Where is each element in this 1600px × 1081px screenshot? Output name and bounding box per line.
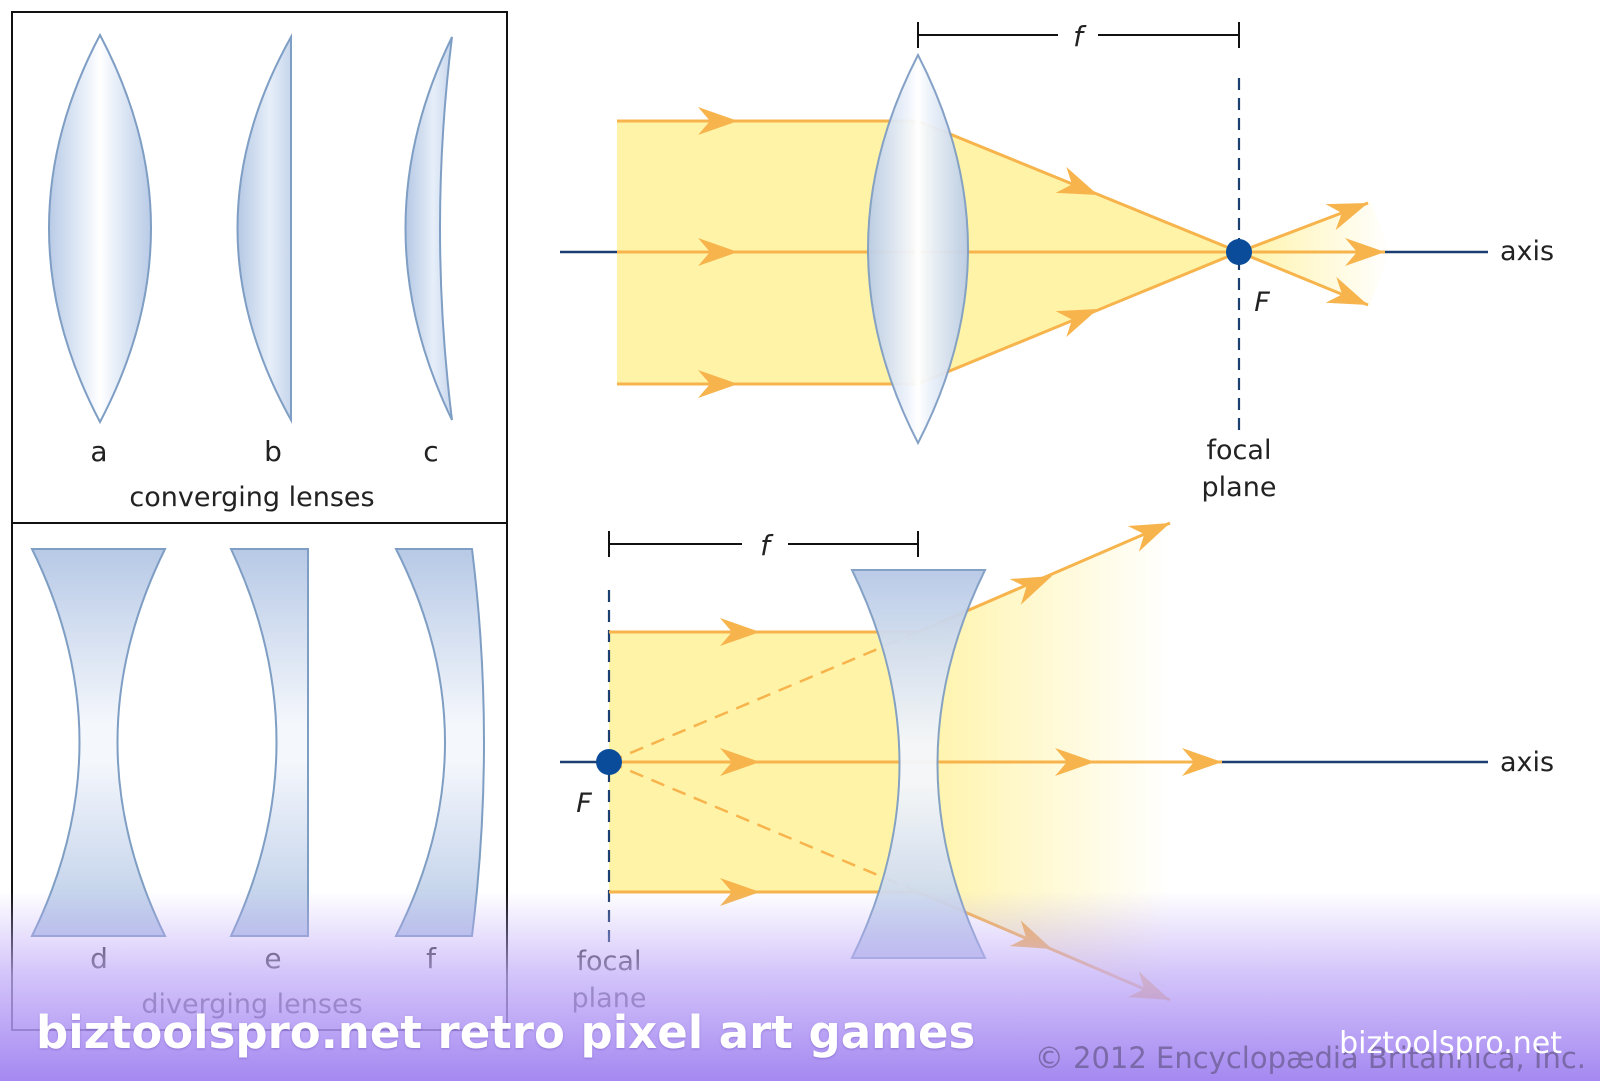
top-focal-point (1226, 239, 1252, 265)
virtual-ray-upper (608, 630, 919, 764)
top-focal-plane-label-line2: plane (1202, 472, 1277, 503)
top-focal-plane-label-line1: focal (1207, 435, 1272, 466)
ray-arrowhead (698, 107, 738, 135)
diverging-ray-diagram: f F axis focal plane (560, 521, 1554, 1014)
top-focal-length-label: f (1073, 20, 1087, 53)
ray-arrowhead (698, 370, 738, 398)
ray-arrowhead (720, 618, 760, 646)
banner-domain: biztoolspro.net (1339, 1026, 1562, 1061)
ray-arrowhead (1055, 748, 1095, 776)
lens-a-label: a (90, 435, 107, 468)
lens-c-label: c (423, 435, 438, 468)
ray-arrowhead (1325, 203, 1368, 231)
ray-arrowhead (1009, 576, 1052, 605)
bottom-focal-point (596, 749, 622, 775)
copyright-notice: © 2012 Encyclopædia Britannica, Inc. (1034, 1041, 1586, 1075)
top-axis-label: axis (1500, 236, 1554, 267)
banner-title: biztoolspro.net retro pixel art games (36, 1006, 976, 1059)
ray-arrowhead (1055, 166, 1098, 195)
lens-b-label: b (264, 435, 282, 468)
lens-f-label: f (426, 942, 437, 975)
bottom-focal-plane-label-line1: focal (577, 946, 642, 977)
ray-arrowhead (1182, 748, 1222, 776)
ray-arrowhead (698, 238, 738, 266)
lens-d-label: d (90, 942, 108, 975)
ray-arrowhead (720, 748, 760, 776)
converging-ray-diagram: f F axis focal plane (560, 20, 1554, 503)
lens-e-planoconcave (229, 548, 309, 937)
ray-arrowhead (1345, 238, 1385, 266)
top-focal-point-label: F (1254, 287, 1270, 318)
ray-arrowhead (1325, 276, 1368, 305)
lens-d-biconcave (30, 548, 167, 937)
lens-b-planoconvex (236, 33, 292, 424)
virtual-ray-lower (608, 760, 919, 894)
bottom-focal-point-label: F (576, 788, 592, 819)
bottom-axis-label: axis (1500, 747, 1554, 778)
lens-f-meniscus (394, 548, 485, 937)
converging-caption: converging lenses (129, 482, 374, 513)
ray-arrowhead (1127, 523, 1170, 552)
bottom-focal-length-label: f (760, 529, 774, 562)
lens-e-label: e (264, 942, 281, 975)
lens-c-meniscus (404, 36, 453, 421)
ray-arrowhead (1055, 309, 1098, 338)
